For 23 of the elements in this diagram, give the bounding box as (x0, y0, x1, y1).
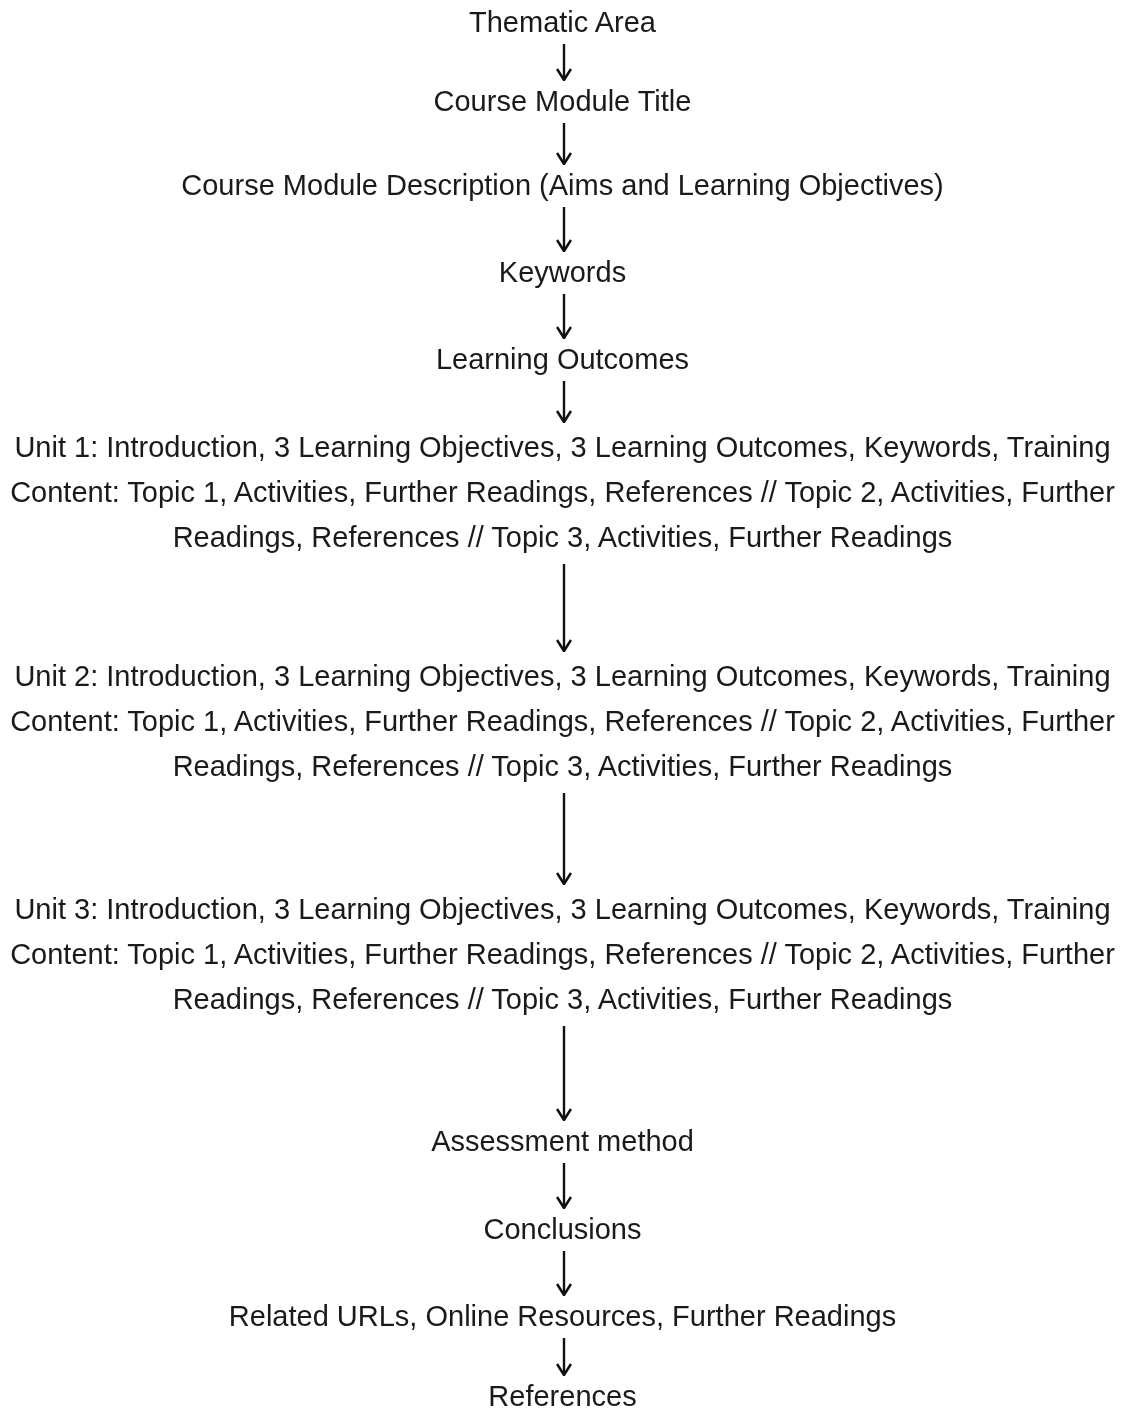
step-text: Related URLs, Online Resources, Further Readings (228, 1299, 897, 1334)
arrow (555, 564, 573, 653)
arrow (555, 1251, 573, 1297)
step-text: Course Module Description (Aims and Learning Objectives) (181, 168, 944, 203)
arrow (555, 1163, 573, 1210)
step-text: Unit 2: Introduction, 3 Learning Objectives, 3 Learning Outcomes, Keywords, Training Content: Topic 1, Activities, Further Readings, References // Topic 2, Activities, Further Readings, References // Topic 3, Activities, Further Readings (9, 659, 1116, 784)
step-text: References (488, 1379, 637, 1414)
step-text: Unit 1: Introduction, 3 Learning Objectives, 3 Learning Outcomes, Keywords, Training Content: Topic 1, Activities, Further Readings, References // Topic 2, Activities, Further Readings, References // Topic 3, Activities, Further Readings (9, 430, 1116, 555)
arrow (555, 1338, 573, 1377)
arrow (555, 381, 573, 424)
arrow (555, 44, 573, 82)
arrow (555, 1026, 573, 1122)
step-text: Unit 3: Introduction, 3 Learning Objectives, 3 Learning Outcomes, Keywords, Training Content: Topic 1, Activities, Further Readings, References // Topic 2, Activities, Further Readings, References // Topic 3, Activities, Further Readings (9, 892, 1116, 1017)
step-text: Keywords (498, 255, 627, 290)
arrow (555, 793, 573, 886)
arrow (555, 207, 573, 253)
step-text: Thematic Area (469, 5, 656, 40)
step-text: Conclusions (483, 1212, 642, 1247)
step-text: Course Module Title (433, 84, 692, 119)
arrow (555, 123, 573, 166)
step-text: Assessment method (431, 1124, 694, 1159)
step-text: Learning Outcomes (435, 342, 690, 377)
arrow (555, 294, 573, 340)
